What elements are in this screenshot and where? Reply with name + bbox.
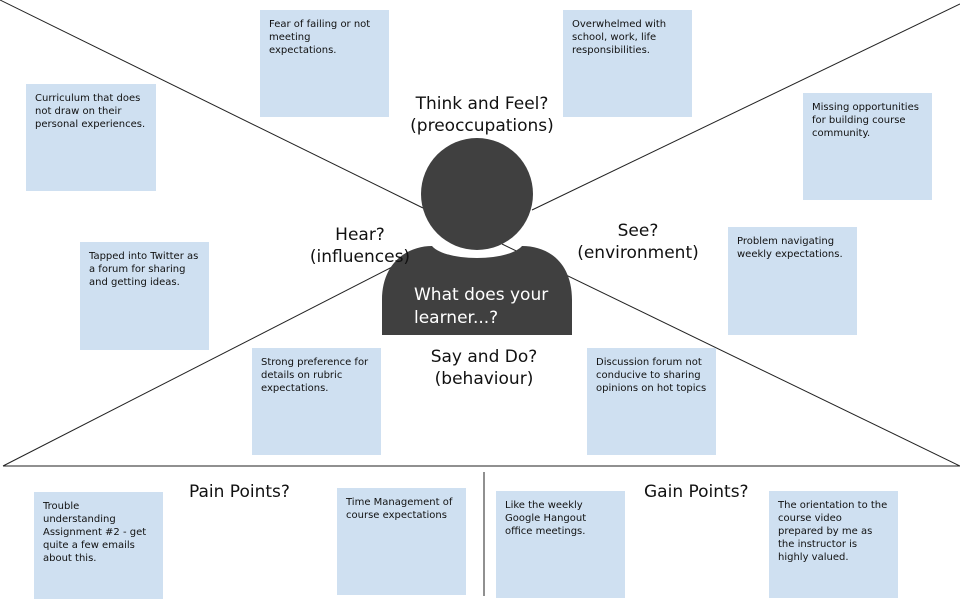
person-body	[382, 246, 572, 335]
think-feel-subtitle: (preoccupations)	[410, 116, 554, 136]
sticky-note-twitter: Tapped into Twitter as a forum for shari…	[80, 242, 209, 350]
say-do-title: Say and Do?	[430, 347, 538, 367]
think-feel-label: Think and Feel? (preoccupations)	[404, 93, 560, 137]
say-do-label: Say and Do? (behaviour)	[424, 346, 544, 390]
diagonal-bottom-left	[2, 261, 403, 467]
sticky-note-missing-opportunities: Missing opportunities for building cours…	[803, 93, 932, 200]
sticky-note-curriculum: Curriculum that does not draw on their p…	[26, 84, 156, 191]
sticky-note-rubric: Strong preference for details on rubric …	[252, 348, 381, 455]
hear-label: Hear? (influences)	[290, 224, 430, 268]
sticky-note-trouble-assignment: Trouble understanding Assignment #2 - ge…	[34, 492, 163, 599]
person-label: What does your learner...?	[414, 284, 564, 330]
sticky-note-fear: Fear of failing or not meeting expectati…	[260, 10, 389, 117]
diagonal-top-left	[0, 0, 424, 209]
see-title: See?	[617, 221, 659, 241]
person-head	[421, 138, 533, 250]
gain-points-label: Gain Points?	[644, 482, 749, 502]
person-silhouette-icon	[382, 138, 572, 335]
person-label-line2: learner...?	[414, 308, 499, 328]
diagonal-top-right	[531, 3, 960, 211]
sticky-note-overwhelmed: Overwhelmed with school, work, life resp…	[563, 10, 692, 117]
sticky-note-orientation-video: The orientation to the course video prep…	[769, 491, 898, 598]
sticky-note-discussion-forum: Discussion forum not conducive to sharin…	[587, 348, 716, 455]
see-subtitle: (environment)	[577, 243, 699, 263]
sticky-note-time-management: Time Management of course expectations	[337, 488, 466, 595]
hear-subtitle: (influences)	[309, 247, 411, 267]
sticky-note-google-hangout: Like the weekly Google Hangout office me…	[496, 491, 625, 598]
think-feel-title: Think and Feel?	[415, 94, 549, 114]
see-label: See? (environment)	[572, 220, 704, 264]
sticky-note-navigating: Problem navigating weekly expectations.	[728, 227, 857, 335]
diagonal-bottom-right	[501, 243, 960, 467]
pain-points-label: Pain Points?	[189, 482, 290, 502]
hear-title: Hear?	[335, 225, 385, 245]
say-do-subtitle: (behaviour)	[434, 369, 534, 389]
person-label-line1: What does your	[414, 285, 549, 305]
